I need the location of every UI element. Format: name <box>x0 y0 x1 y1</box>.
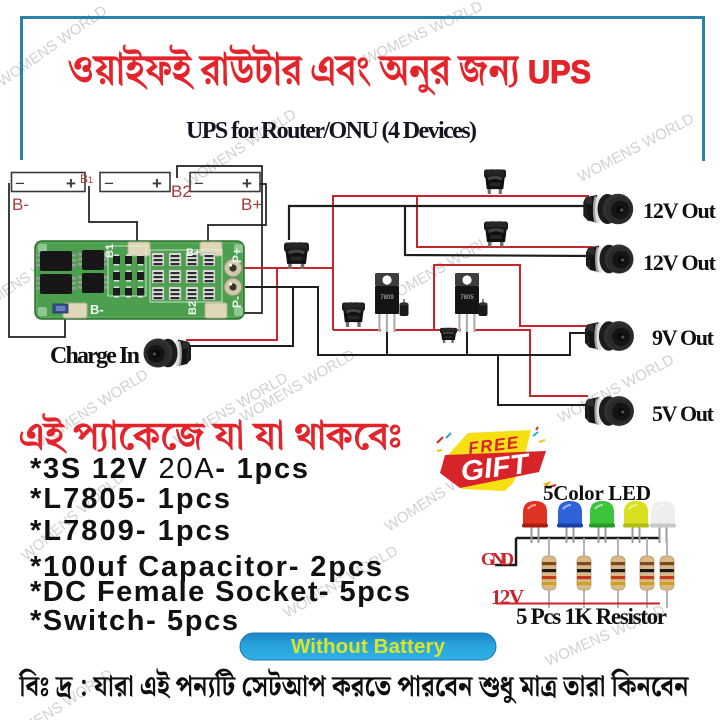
svg-text:*L7809- 1pcs: *L7809- 1pcs <box>30 515 230 547</box>
svg-text:5 Pcs 1K Resistor: 5 Pcs 1K Resistor <box>516 604 667 629</box>
svg-text:7809: 7809 <box>380 295 394 301</box>
svg-text:B2: B2 <box>171 182 192 201</box>
svg-text:UPS for Router/ONU (4 Devices): UPS for Router/ONU (4 Devices) <box>186 118 477 144</box>
svg-text:P-: P- <box>230 296 244 308</box>
svg-text:*Switch- 5pcs: *Switch- 5pcs <box>30 605 238 637</box>
svg-text:B-: B- <box>90 302 104 317</box>
svg-text:*100uf Capacitor- 2pcs: *100uf Capacitor- 2pcs <box>30 551 382 583</box>
svg-text:*3S 12V 20A- 1pcs: *3S 12V 20A- 1pcs <box>30 453 308 485</box>
svg-text:B-: B- <box>12 195 29 214</box>
svg-text:+: + <box>66 174 76 193</box>
svg-text:Charge In: Charge In <box>50 343 140 369</box>
svg-text:GND: GND <box>481 549 514 569</box>
svg-text:B2: B2 <box>187 301 199 315</box>
svg-text:*DC Female Socket- 5pcs: *DC Female Socket- 5pcs <box>30 576 410 608</box>
svg-text:−: − <box>104 174 114 193</box>
svg-text:+: + <box>242 174 252 193</box>
svg-text:5V Out: 5V Out <box>652 401 715 426</box>
svg-text:B+: B+ <box>186 247 200 259</box>
svg-text:12V Out: 12V Out <box>643 250 717 275</box>
svg-text:7805: 7805 <box>460 295 474 301</box>
svg-text:12V Out: 12V Out <box>643 198 717 223</box>
svg-text:−: − <box>194 174 204 193</box>
svg-text:B1: B1 <box>104 244 116 258</box>
svg-text:12V: 12V <box>491 585 524 609</box>
svg-text:UPS: UPS <box>528 54 591 90</box>
svg-text:9V Out: 9V Out <box>652 325 715 350</box>
svg-text:P+: P+ <box>230 248 244 263</box>
svg-text:B+: B+ <box>241 195 262 214</box>
svg-text:Without Battery: Without Battery <box>291 635 446 658</box>
svg-text:5Color LED: 5Color LED <box>543 481 651 505</box>
svg-text:+: + <box>152 174 162 193</box>
svg-text:B1: B1 <box>80 172 93 186</box>
svg-text:*L7805- 1pcs: *L7805- 1pcs <box>30 483 230 515</box>
svg-text:−: − <box>15 174 25 193</box>
